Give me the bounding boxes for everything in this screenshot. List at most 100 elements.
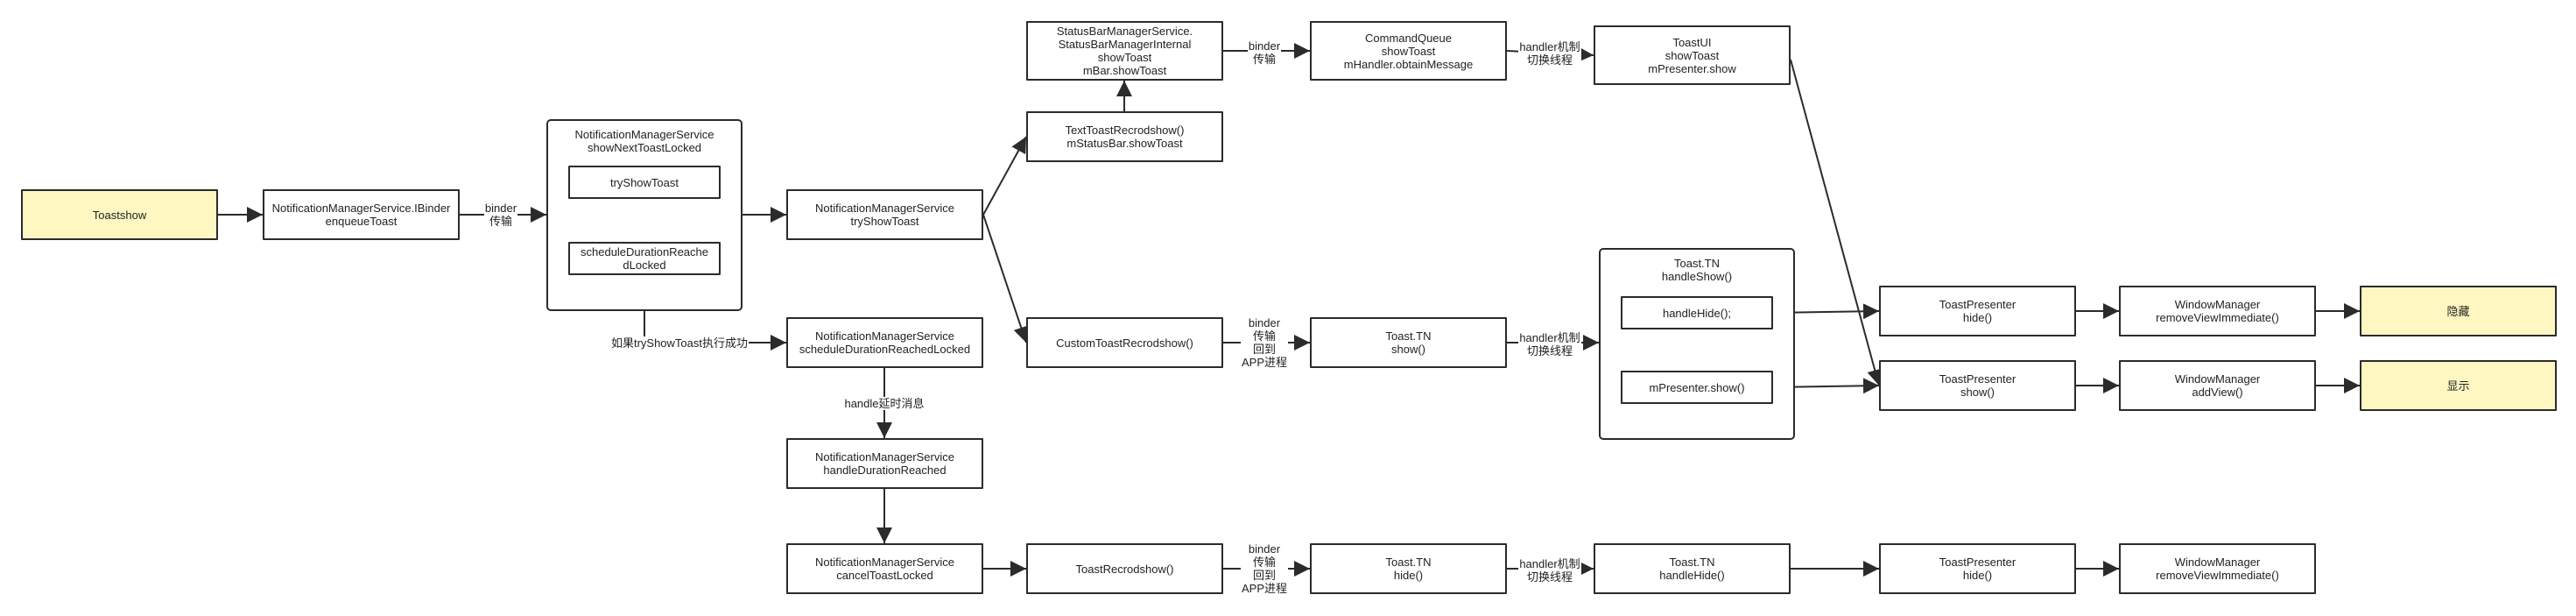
presenter-hide2-line-0: ToastPresenter <box>1939 556 2016 569</box>
node-toastRecord: ToastRecrodshow() <box>1026 543 1223 594</box>
nms-showNext-line-1: showNextToastLocked <box>587 141 702 154</box>
nms-handleDuration-line-0: NotificationManagerService <box>815 450 954 464</box>
commandQueue-line-0: CommandQueue <box>1365 31 1452 45</box>
statusbar-line-2: showToast <box>1097 51 1152 64</box>
delay-line-0: handle延时消息 <box>844 396 925 410</box>
statusbar-line-3: mBar.showToast <box>1082 64 1167 77</box>
tn-show-line-0: Toast.TN <box>1385 329 1432 343</box>
handler1-line-0: handler机制 <box>1519 40 1580 53</box>
presenter-hide1-line-0: ToastPresenter <box>1939 298 2016 311</box>
tn-hide-line-1: hide() <box>1393 569 1424 582</box>
node-toastshow: Toastshow <box>21 189 218 240</box>
toastUI-line-0: ToastUI <box>1672 35 1712 49</box>
edge-label-handler2: handler机制切换线程 <box>1518 331 1581 358</box>
nms-ibinder-line-1: enqueueToast <box>325 215 398 228</box>
customToast-line-0: CustomToastRecrodshow() <box>1056 336 1193 350</box>
toastUI-line-2: mPresenter.show <box>1648 61 1736 75</box>
toastshow-line-0: Toastshow <box>92 208 147 222</box>
presenterShow-inner-line-0: mPresenter.show() <box>1649 380 1745 394</box>
handler3-line-1: 切换线程 <box>1526 570 1573 584</box>
edge-tryshow-customToast <box>982 214 1029 343</box>
node-statusbar: StatusBarManagerService.StatusBarManager… <box>1026 21 1223 81</box>
presenter-hide2-line-1: hide() <box>1962 569 1993 582</box>
nms-tryShowToast-line-1: tryShowToast <box>850 215 919 228</box>
nms-handleDuration-line-1: handleDurationReached <box>823 464 947 477</box>
binder2-line-0: binder <box>1248 39 1281 53</box>
binder4-line-1: 传输 <box>1252 556 1276 569</box>
statusbar-line-0: StatusBarManagerService. <box>1056 25 1193 38</box>
tn-handleShow-line-1: handleShow() <box>1661 270 1733 283</box>
tn-hide-line-0: Toast.TN <box>1385 556 1432 569</box>
node-tryShowToast-inner: tryShowToast <box>568 166 721 199</box>
wm-add-line-1: addView() <box>2192 386 2243 399</box>
wm-remove2-line-1: removeViewImmediate() <box>2156 569 2279 582</box>
scheduleDuration-inner-line-1: dLocked <box>623 258 666 272</box>
commandQueue-line-2: mHandler.obtainMessage <box>1343 57 1474 71</box>
edge-label-handler3: handler机制切换线程 <box>1518 557 1581 584</box>
node-customToast: CustomToastRecrodshow() <box>1026 317 1223 368</box>
wm-add-line-0: WindowManager <box>2174 372 2261 386</box>
handler1-line-1: 切换线程 <box>1526 53 1573 67</box>
binder3-line-1: 传输 <box>1252 329 1276 343</box>
textToast-line-0: TextToastRecrodshow() <box>1065 124 1185 137</box>
tn-handleShow-line-0: Toast.TN <box>1673 257 1720 270</box>
toastUI-line-1: showToast <box>1665 48 1720 62</box>
node-presenterShow-inner: mPresenter.show() <box>1621 371 1773 404</box>
binder3-line-3: APP进程 <box>1241 356 1287 369</box>
handler3-line-0: handler机制 <box>1519 557 1580 570</box>
toastRecord-line-0: ToastRecrodshow() <box>1075 562 1174 576</box>
statusbar-line-1: StatusBarManagerInternal <box>1058 38 1192 51</box>
node-hide-result: 隐藏 <box>2360 286 2557 336</box>
wm-remove2-line-0: WindowManager <box>2174 556 2261 569</box>
commandQueue-line-1: showToast <box>1381 44 1436 58</box>
textToast-line-1: mStatusBar.showToast <box>1066 137 1183 150</box>
edge-label-success: 如果tryShowToast执行成功 <box>609 336 750 350</box>
show-result-line-0: 显示 <box>2446 379 2470 393</box>
scheduleDuration-inner-line-0: scheduleDurationReache <box>581 245 708 258</box>
handleHide-inner-line-0: handleHide(); <box>1662 306 1732 320</box>
nms-ibinder-line-0: NotificationManagerService.IBinder <box>271 202 451 215</box>
binder4-line-0: binder <box>1248 542 1281 556</box>
node-handleHide-inner: handleHide(); <box>1621 296 1773 329</box>
nms-schedule-line-0: NotificationManagerService <box>815 329 954 343</box>
binder3-line-0: binder <box>1248 316 1281 329</box>
hide-result-line-0: 隐藏 <box>2446 304 2470 318</box>
nms-showNext-line-0: NotificationManagerService <box>574 128 714 141</box>
presenter-show-line-1: show() <box>1960 386 1995 399</box>
tn-handleHide-line-0: Toast.TN <box>1669 556 1715 569</box>
success-line-0: 如果tryShowToast执行成功 <box>610 336 749 350</box>
binder1-line-0: binder <box>484 202 517 215</box>
presenter-hide1-line-1: hide() <box>1962 311 1993 324</box>
binder3-line-2: 回到 <box>1252 343 1276 356</box>
edge-tryshow-textToast <box>982 136 1027 216</box>
node-textToast: TextToastRecrodshow()mStatusBar.showToas… <box>1026 111 1223 162</box>
presenter-show-line-0: ToastPresenter <box>1939 372 2016 386</box>
nms-cancel-line-1: cancelToastLocked <box>836 569 933 582</box>
binder1-line-1: 传输 <box>489 215 512 228</box>
nms-tryShowToast-line-0: NotificationManagerService <box>815 202 954 215</box>
handler2-line-0: handler机制 <box>1519 331 1580 344</box>
binder2-line-1: 传输 <box>1252 53 1276 66</box>
nms-schedule-line-1: scheduleDurationReachedLocked <box>799 343 971 356</box>
